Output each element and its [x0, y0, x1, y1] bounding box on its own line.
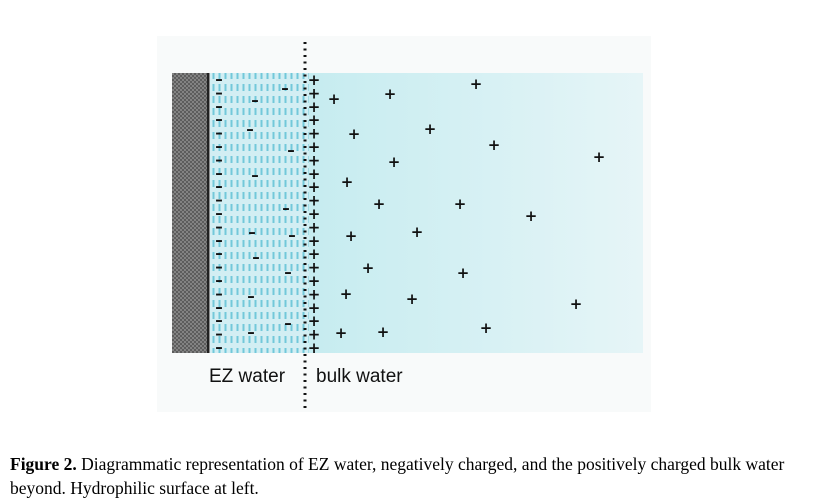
hydrophilic-surface [172, 73, 208, 353]
negative-charge: – [215, 298, 223, 316]
positive-charge: + [470, 75, 483, 93]
negative-charge: – [284, 314, 292, 332]
negative-charge: – [215, 271, 223, 289]
negative-charge: – [247, 323, 255, 341]
negative-charge: – [246, 120, 254, 138]
negative-charge: – [215, 204, 223, 222]
positive-charge: + [308, 285, 321, 303]
positive-charge: + [308, 178, 321, 196]
figure-caption: Figure 2. Diagrammatic representation of… [10, 452, 810, 500]
positive-charge: + [308, 98, 321, 116]
negative-charge: – [251, 91, 259, 109]
positive-charge: + [341, 173, 354, 191]
positive-charge: + [424, 120, 437, 138]
positive-charge: + [362, 259, 375, 277]
positive-charge: + [308, 138, 321, 156]
positive-charge: + [593, 148, 606, 166]
caption-lead: Figure 2. [10, 453, 77, 474]
positive-charge: + [308, 165, 321, 183]
negative-charge: – [215, 325, 223, 343]
surface-edge [207, 73, 210, 353]
positive-charge: + [377, 323, 390, 341]
negative-charge: – [215, 97, 223, 115]
positive-charge: + [308, 245, 321, 263]
ez-water-label: EZ water [209, 366, 286, 387]
negative-charge: – [215, 217, 223, 235]
positive-charge: + [308, 125, 321, 143]
negative-charge: – [215, 258, 223, 276]
ez-water-diagram: ––––––––––––––––––––– ––––––––––––– ++++… [172, 42, 643, 408]
bulk-water-region [309, 73, 643, 353]
positive-charge: + [525, 207, 538, 225]
positive-charge: + [308, 71, 321, 89]
bulk-water-label: bulk water [316, 366, 403, 387]
ez-water-region [210, 73, 309, 353]
positive-charge: + [345, 227, 358, 245]
positive-charge: + [388, 153, 401, 171]
positive-charge: + [308, 192, 321, 210]
positive-charge: + [335, 324, 348, 342]
negative-charge: – [215, 231, 223, 249]
positive-charge: + [308, 151, 321, 169]
negative-charge: – [247, 287, 255, 305]
positive-charge: + [488, 136, 501, 154]
positive-charge: + [308, 111, 321, 129]
caption-text: Diagrammatic representation of EZ water,… [10, 453, 785, 498]
negative-charge: – [284, 263, 292, 281]
positive-charge: + [308, 232, 321, 250]
positive-charge: + [308, 259, 321, 277]
negative-charge: – [215, 191, 223, 209]
figure-diagram: ––––––––––––––––––––– ––––––––––––– ++++… [157, 36, 651, 412]
negative-charge: – [251, 166, 259, 184]
positive-charge: + [454, 195, 467, 213]
positive-charge: + [570, 295, 583, 313]
negative-charge: – [215, 83, 223, 101]
positive-charge: + [308, 272, 321, 290]
positive-charge: + [373, 195, 386, 213]
surface-negative-charges: ––––––––––––––––––––– [215, 70, 223, 356]
negative-charge: – [215, 137, 223, 155]
positive-charge: + [384, 85, 397, 103]
negative-charge: – [215, 338, 223, 356]
negative-charge: – [215, 70, 223, 88]
positive-charge: + [308, 339, 321, 357]
positive-charge: + [308, 326, 321, 344]
positive-charge: + [457, 264, 470, 282]
negative-charge: – [248, 223, 256, 241]
negative-charge: – [282, 199, 290, 217]
negative-charge: – [215, 284, 223, 302]
positive-charge: + [308, 205, 321, 223]
negative-charge: – [281, 79, 289, 97]
negative-charge: – [215, 110, 223, 128]
positive-charge: + [308, 218, 321, 236]
negative-charge: – [215, 124, 223, 142]
boundary-positive-charges: +++++++++++++++++++++ [308, 71, 321, 357]
negative-charge: – [215, 244, 223, 262]
negative-charge: – [287, 141, 295, 159]
negative-charge: – [215, 150, 223, 168]
positive-charge: + [406, 290, 419, 308]
negative-charge: – [288, 226, 296, 244]
negative-charge: – [215, 164, 223, 182]
ez-negative-charges: – – – – – – – – – – – – – [246, 79, 296, 341]
positive-charge: + [308, 84, 321, 102]
positive-charge: + [340, 285, 353, 303]
positive-charge: + [308, 312, 321, 330]
negative-charge: – [215, 311, 223, 329]
positive-charge: + [480, 319, 493, 337]
bulk-positive-charges: ++++++++++++++++++++++ [328, 75, 606, 342]
positive-charge: + [308, 299, 321, 317]
positive-charge: + [411, 223, 424, 241]
negative-charge: – [215, 177, 223, 195]
positive-charge: + [348, 125, 361, 143]
positive-charge: + [328, 90, 341, 108]
negative-charge: – [252, 248, 260, 266]
